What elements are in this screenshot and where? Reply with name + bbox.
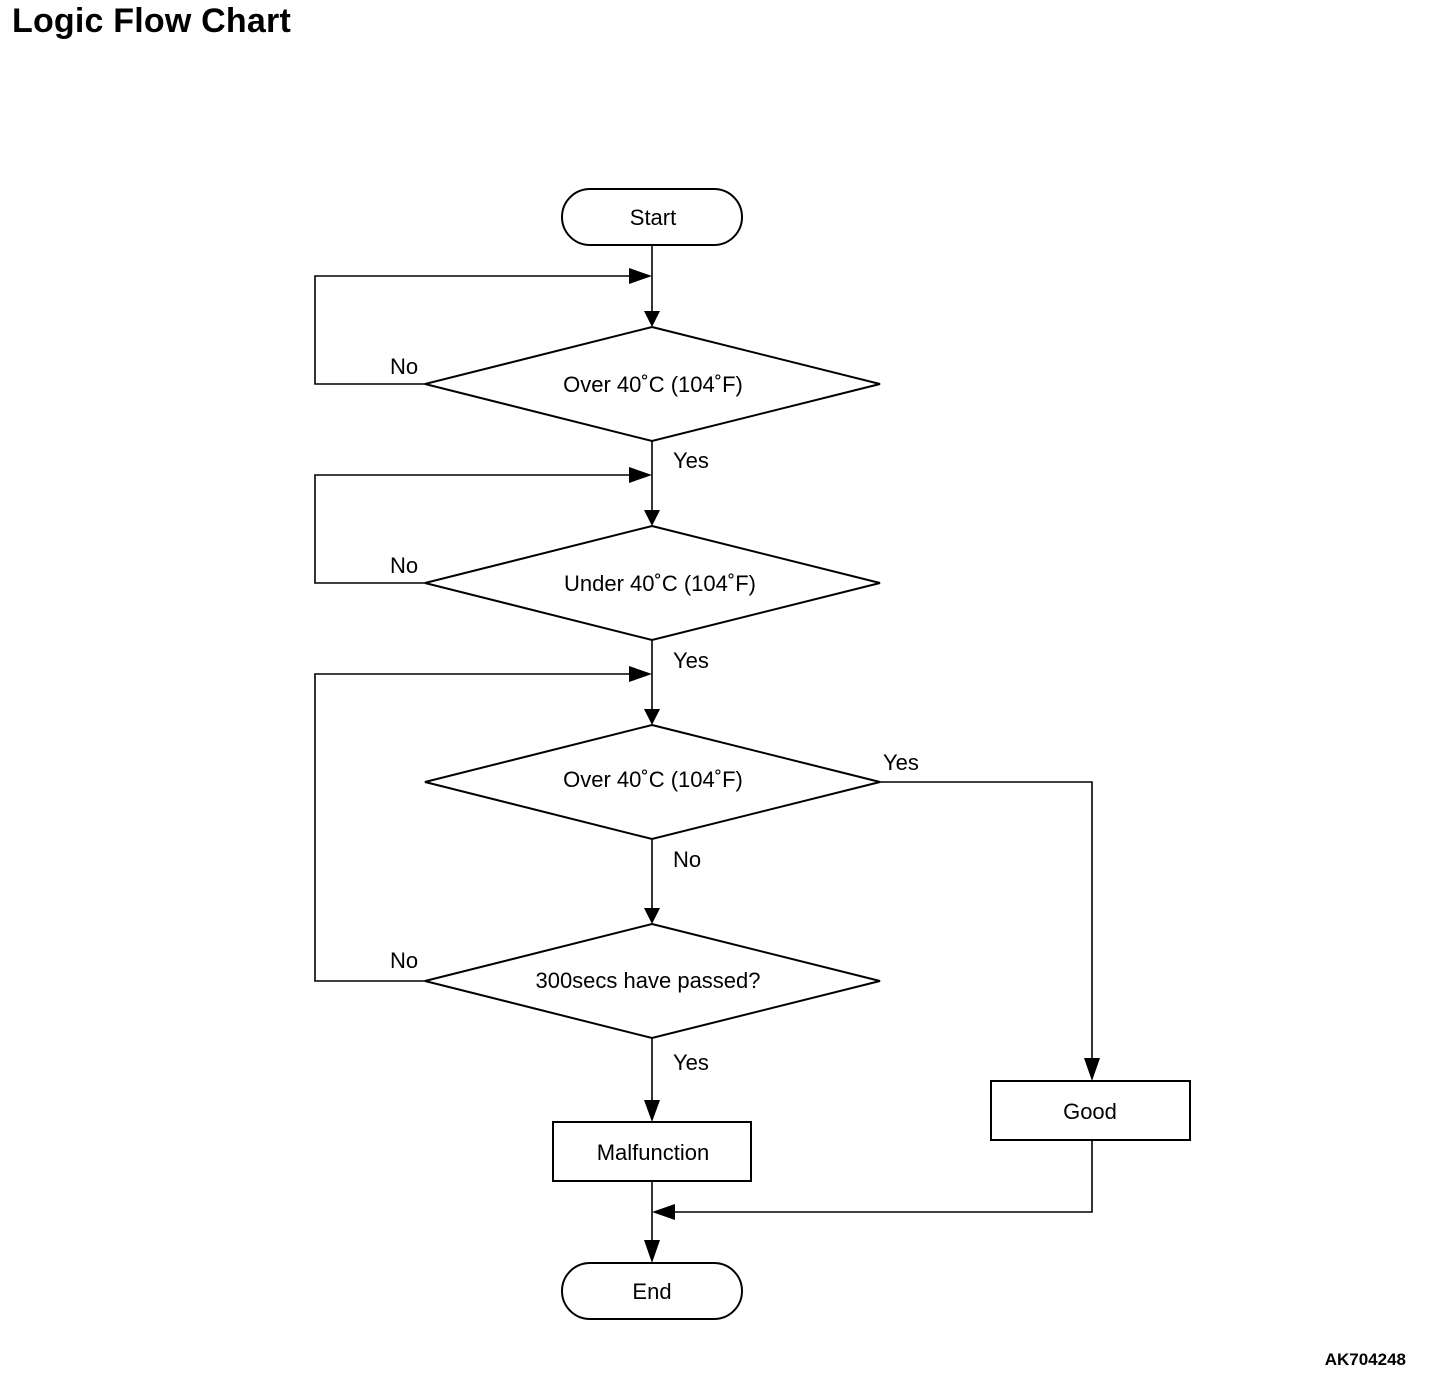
arrowhead-check1-down: [644, 311, 660, 327]
decision-over-1: Over 40˚C (104˚F): [424, 325, 881, 443]
loop-no-2: [314, 474, 636, 584]
label-no-1: No: [390, 354, 418, 379]
decision-over-2: Over 40˚C (104˚F): [424, 723, 881, 841]
decision-time: 300secs have passed?: [424, 922, 881, 1040]
arrowhead-good-down: [1084, 1058, 1100, 1081]
decision-over-2-label: Over 40˚C (104˚F): [563, 767, 743, 792]
page-title: Logic Flow Chart: [12, 2, 291, 40]
arrowhead-merge-left: [652, 1204, 675, 1220]
decision-under: Under 40˚C (104˚F): [424, 524, 881, 642]
arrowhead-end-down: [644, 1240, 660, 1263]
end-node: End: [561, 1262, 743, 1320]
loop-no-1: [314, 275, 636, 385]
arrowhead-loop-no-1: [629, 268, 652, 284]
good-box: [990, 1080, 1191, 1141]
label-no-4: No: [390, 948, 418, 973]
label-no-2: No: [390, 553, 418, 578]
good-node: Good: [990, 1080, 1191, 1141]
figure-code: AK704248: [1324, 1350, 1406, 1369]
end-label: End: [632, 1279, 671, 1304]
arrowhead-loop-no-4: [629, 666, 652, 682]
label-yes-2: Yes: [673, 648, 709, 673]
malfunction-box: [552, 1121, 752, 1182]
malfunction-label: Malfunction: [597, 1140, 710, 1165]
arrowhead-malfunction-down: [644, 1100, 660, 1122]
arrowhead-check3-down: [644, 709, 660, 725]
decision-time-label: 300secs have passed?: [535, 968, 760, 993]
label-yes-3: Yes: [883, 750, 919, 775]
arrowhead-loop-no-2: [629, 467, 652, 483]
decision-under-label: Under 40˚C (104˚F): [564, 571, 756, 596]
label-yes-1: Yes: [673, 448, 709, 473]
malfunction-node: Malfunction: [552, 1121, 752, 1182]
connector-good-to-merge: [668, 1140, 1093, 1213]
end-terminator: [561, 1262, 743, 1320]
arrowhead-check4-down: [644, 908, 660, 924]
label-yes-4: Yes: [673, 1050, 709, 1075]
label-no-3: No: [673, 847, 701, 872]
start-label: Start: [630, 205, 676, 230]
arrowhead-check2-down: [644, 510, 660, 526]
good-label: Good: [1063, 1099, 1117, 1124]
loop-no-4: [314, 673, 636, 982]
connector-check3-to-good: [880, 781, 1093, 1066]
decision-over-1-label: Over 40˚C (104˚F): [563, 372, 743, 397]
start-node: Start: [561, 188, 743, 246]
